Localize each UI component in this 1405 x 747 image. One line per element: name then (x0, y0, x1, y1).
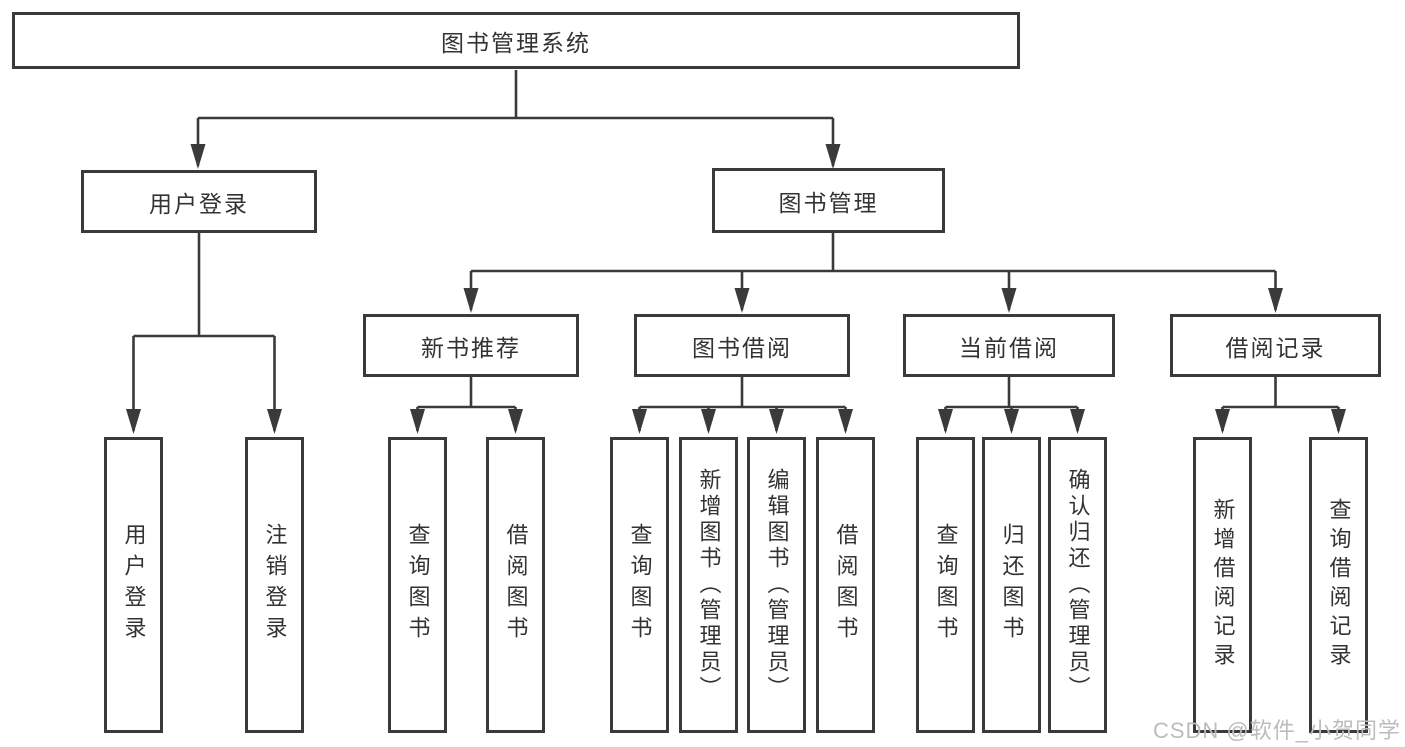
leaf-add-books-admin: 新增图书（管理员） (679, 437, 738, 733)
node-current-borrow: 当前借阅 (903, 314, 1115, 377)
leaf-query-books-current: 查询图书 (916, 437, 975, 733)
leaf-query-borrow-record: 查询借阅记录 (1309, 437, 1368, 733)
node-new-book-recommend: 新书推荐 (363, 314, 579, 377)
leaf-add-borrow-record: 新增借阅记录 (1193, 437, 1252, 733)
node-book-borrow: 图书借阅 (634, 314, 850, 377)
leaf-logout-login: 注销登录 (245, 437, 304, 733)
leaf-borrow-books-recommend: 借阅图书 (486, 437, 545, 733)
node-borrow-records: 借阅记录 (1170, 314, 1381, 377)
node-user-login: 用户登录 (81, 170, 317, 233)
node-root: 图书管理系统 (12, 12, 1020, 69)
leaf-return-books: 归还图书 (982, 437, 1041, 733)
node-book-management: 图书管理 (712, 168, 945, 233)
leaf-edit-books-admin: 编辑图书（管理员） (747, 437, 806, 733)
watermark: CSDN @软件_小贺同学 (1152, 718, 1401, 743)
leaf-confirm-return-admin: 确认归还（管理员） (1048, 437, 1107, 733)
leaf-query-books-recommend: 查询图书 (388, 437, 447, 733)
leaf-borrow-books: 借阅图书 (816, 437, 875, 733)
leaf-query-books-borrow: 查询图书 (610, 437, 669, 733)
leaf-user-login: 用户登录 (104, 437, 163, 733)
